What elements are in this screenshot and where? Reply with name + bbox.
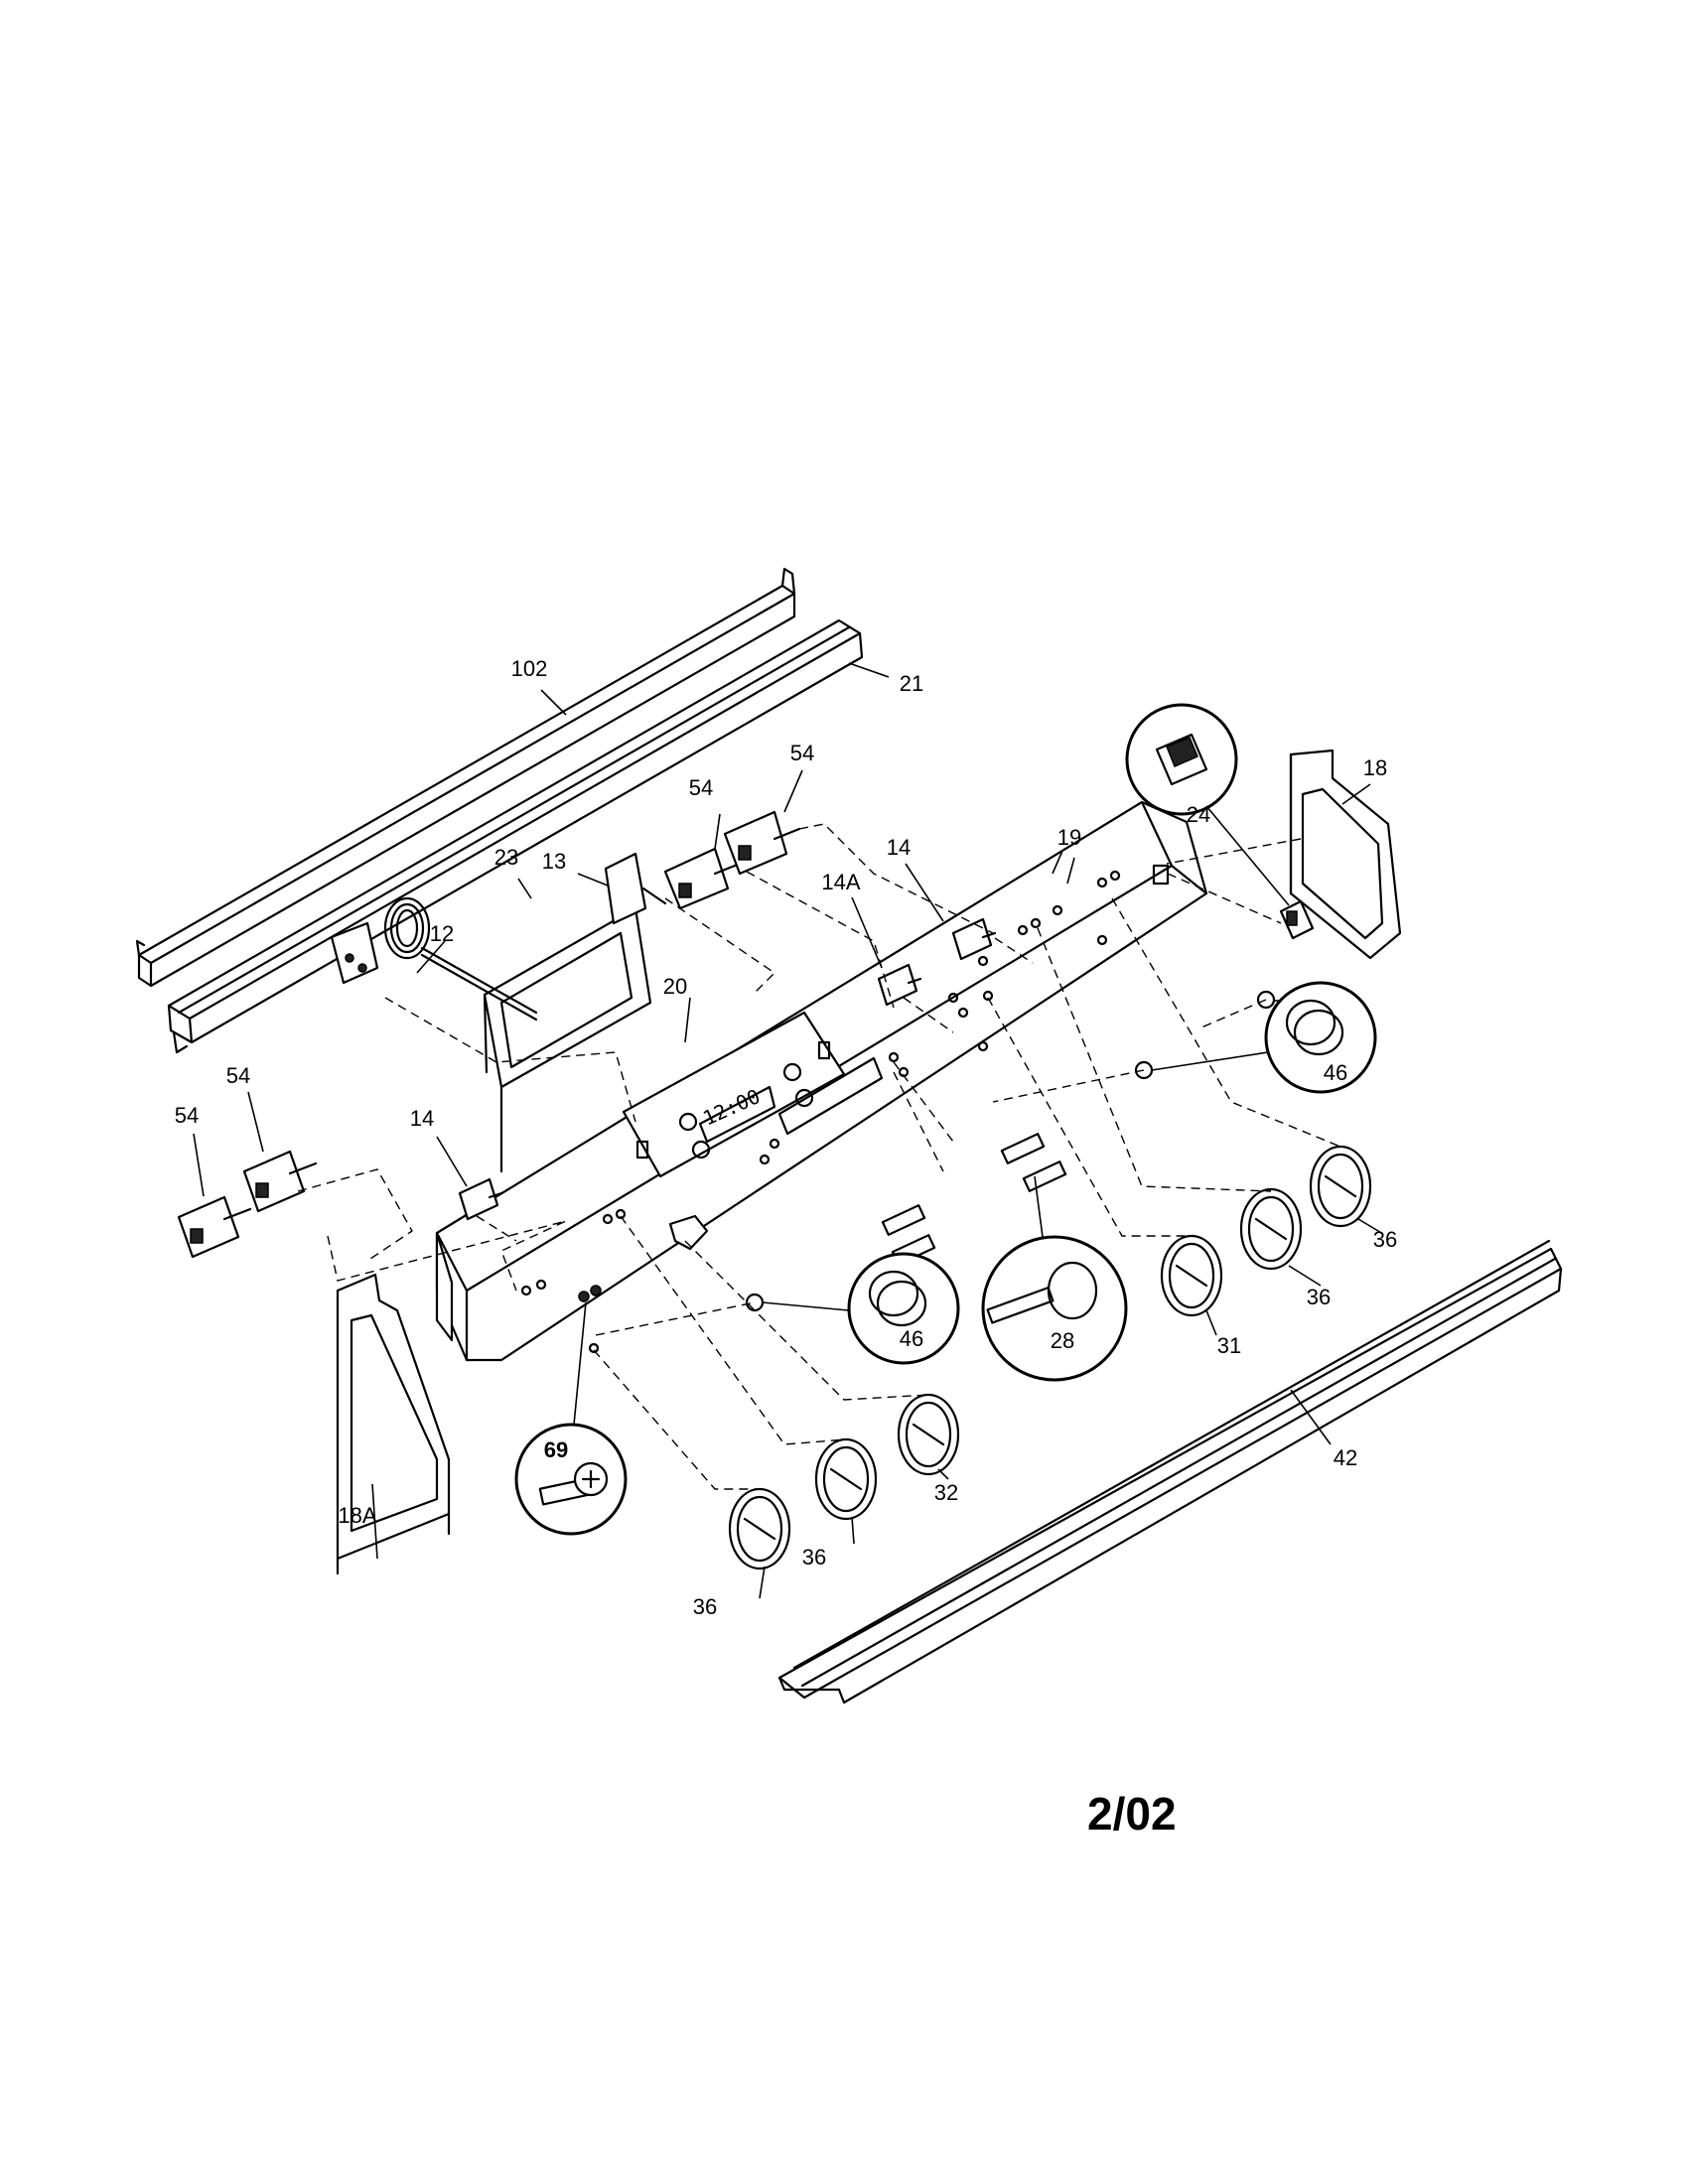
label-54-left-upper: 54 [226,1063,250,1088]
knob-36-right-1 [1309,1145,1372,1228]
switch-54-top-left [663,847,742,910]
knob-36-right-2 [1239,1187,1303,1271]
callout-69 [514,1301,628,1536]
label-23: 23 [494,845,518,870]
label-14A: 14A [821,870,860,894]
knob-36-bottom-1 [814,1437,878,1521]
label-54-top-left: 54 [689,775,713,800]
label-19: 19 [1057,825,1081,850]
switch-54-left-upper [242,1150,318,1213]
rocker-24-part [1279,899,1315,940]
label-46-right: 46 [1324,1060,1347,1085]
label-102: 102 [511,656,548,681]
label-18: 18 [1363,755,1387,780]
label-42: 42 [1334,1445,1357,1470]
trim-42 [777,1239,1563,1705]
label-36-right-2: 36 [1307,1285,1331,1309]
button-46-part-upper [1256,990,1276,1010]
frame-23 [483,906,652,1173]
label-14-left: 14 [410,1106,434,1131]
label-13: 13 [542,849,566,874]
label-12: 12 [430,921,454,946]
assembly-dashed-lines [297,823,1341,1490]
label-28: 28 [1051,1328,1074,1353]
label-24: 24 [1187,802,1210,827]
thermostat-12 [330,896,538,1022]
label-36-bottom-1: 36 [802,1545,826,1570]
callout-24 [1125,703,1290,906]
switch-54-top-right [723,810,801,876]
switch-14-right [951,917,997,961]
label-14-right: 14 [887,835,911,860]
knob-32 [897,1393,960,1476]
switch-14A [877,963,922,1007]
leader-lines [193,662,1384,1599]
label-69: 69 [544,1437,568,1462]
callout-46-right [1151,981,1377,1094]
callout-28 [981,1175,1128,1382]
knob-36-bottom-2 [728,1487,791,1570]
label-21: 21 [900,671,923,696]
switch-14-left [458,1177,503,1221]
part-labels: 102 21 54 54 13 12 23 14 14A 19 20 24 18… [175,656,1397,1619]
label-46-left: 46 [900,1326,923,1351]
clock-20: 12:00 [622,1011,846,1178]
callout-46-left [762,1252,960,1365]
button-46-part-left [745,1293,765,1312]
switch-13 [604,852,667,925]
switch-54-left-lower [177,1195,252,1259]
end-cap-18 [1289,749,1402,960]
label-54-left-lower: 54 [175,1103,199,1128]
label-36-right-1: 36 [1373,1227,1397,1252]
date-code: 2/02 [1087,1788,1177,1840]
rail-102 [135,567,796,988]
label-32: 32 [934,1480,958,1505]
label-36-bottom-2: 36 [693,1594,717,1619]
knob-31 [1160,1234,1223,1317]
label-18A: 18A [338,1503,376,1528]
rail-21 [167,618,864,1054]
end-cap-18A [336,1273,451,1575]
label-31: 31 [1217,1333,1241,1358]
label-20: 20 [663,974,687,999]
label-54-top-right: 54 [790,741,814,765]
